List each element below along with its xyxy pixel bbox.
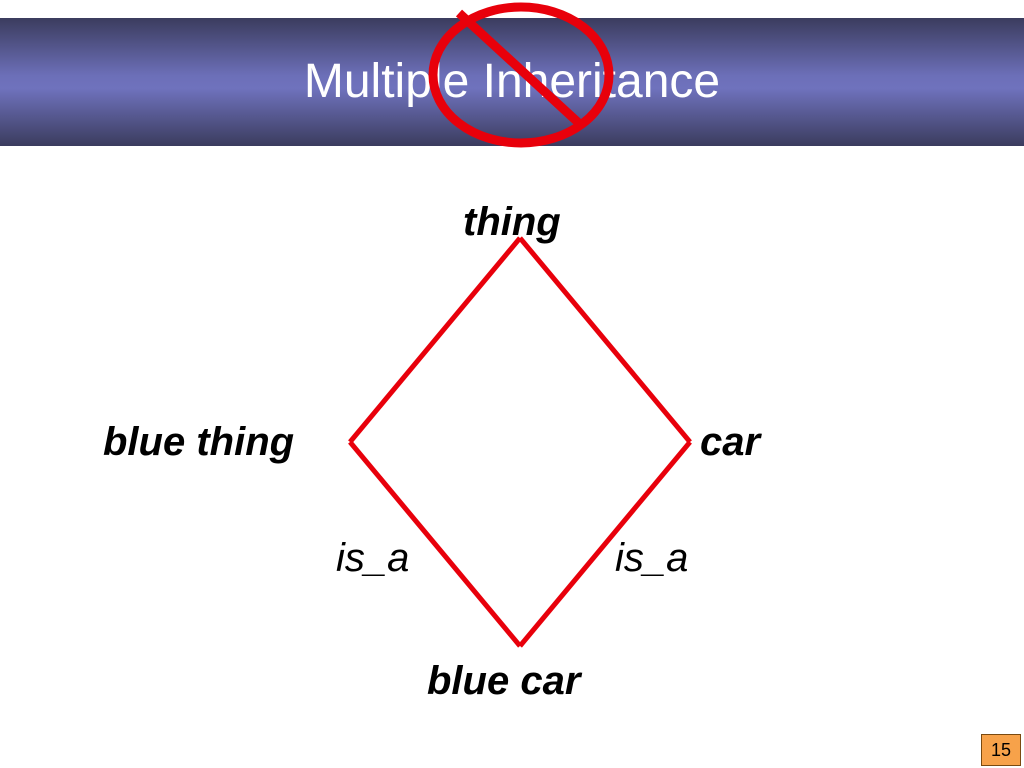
node-blue-thing: blue thing xyxy=(103,420,295,464)
edge-label-left-is-a: is_a xyxy=(336,536,410,580)
edge-thing-to-blue-thing xyxy=(348,236,522,444)
node-blue-car: blue car xyxy=(427,659,581,703)
node-car: car xyxy=(700,420,761,464)
edge-thing-to-car xyxy=(518,236,692,444)
edge-label-right-is-a: is_a xyxy=(615,536,689,580)
edge-blue-thing-to-blue-car xyxy=(348,440,522,648)
prohibition-icon xyxy=(428,2,614,148)
page-number-badge: 15 xyxy=(981,734,1021,766)
edge-car-to-blue-car xyxy=(518,440,692,648)
title-bar xyxy=(0,18,1024,146)
node-thing: thing xyxy=(463,200,561,244)
